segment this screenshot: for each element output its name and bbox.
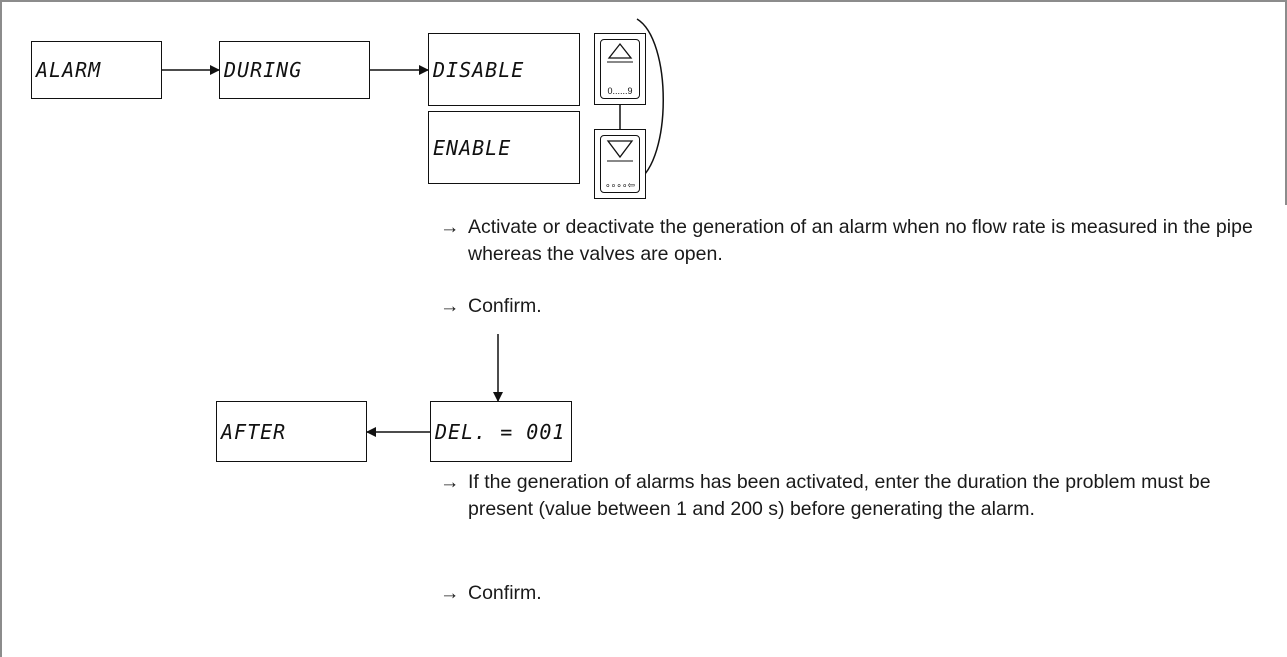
down-key-face: ∘∘∘∘⇦ [600,135,640,193]
keys-bracket [636,18,664,182]
lcd-disable-text: DISABLE [433,57,525,82]
lcd-enable: ENABLE [428,111,580,184]
lcd-alarm-text: ALARM [36,58,102,82]
frame-top-border [0,0,1287,2]
lcd-delay: DEL. = 001 [430,401,572,462]
frame-right-border [1285,0,1287,205]
lcd-alarm: ALARM [31,41,162,99]
step-2-arrow: → [440,295,460,317]
lcd-delay-text: DEL. = 001 [435,419,566,444]
step-1: → Activate or deactivate the generation … [440,214,1260,268]
lcd-after: AFTER [216,401,367,462]
down-arrow-icon [606,140,634,159]
up-arrow-icon [607,42,633,59]
lcd-disable: DISABLE [428,33,580,106]
step-4-text: Confirm. [468,582,542,604]
down-key-label: ∘∘∘∘⇦ [604,180,636,190]
frame-left-border [0,0,2,657]
step-2: → Confirm. [440,293,1260,320]
step-4-arrow: → [440,582,460,604]
lcd-during: DURING [219,41,370,99]
step-3-arrow: → [440,471,460,493]
step-3: → If the generation of alarms has been a… [440,469,1230,523]
step-4: → Confirm. [440,580,1260,607]
down-key[interactable]: ∘∘∘∘⇦ [594,129,646,199]
lcd-enable-text: ENABLE [433,135,512,160]
lcd-during-text: DURING [224,58,303,82]
up-key-label: 0......9 [607,86,633,96]
step-1-arrow: → [440,216,460,238]
step-1-text: Activate or deactivate the generation of… [468,216,1253,265]
lcd-after-text: AFTER [221,419,287,444]
step-2-text: Confirm. [468,295,542,317]
step-3-text: If the generation of alarms has been act… [468,471,1211,520]
